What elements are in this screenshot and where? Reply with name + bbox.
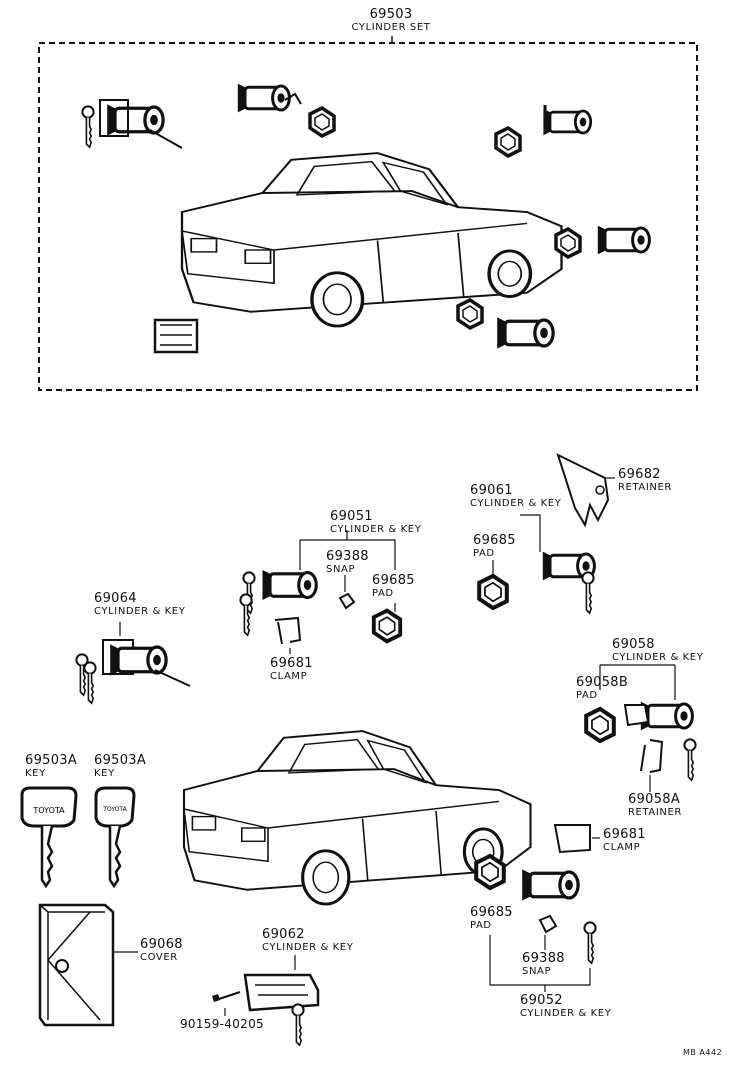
part-name: SNAP bbox=[522, 966, 552, 977]
label-69061: 69061 CYLINDER & KEY bbox=[470, 484, 561, 509]
label-69052: 69052 CYLINDER & KEY bbox=[520, 994, 611, 1019]
label-69503a-left: 69503A KEY bbox=[25, 754, 77, 779]
part-name: CLAMP bbox=[270, 671, 308, 682]
part-number: 69058B bbox=[576, 675, 629, 690]
part-number: 69058 bbox=[612, 637, 655, 652]
part-name: PAD bbox=[372, 588, 394, 599]
part-number: 69061 bbox=[470, 483, 513, 498]
part-number: 69685 bbox=[473, 533, 516, 548]
label-69051: 69051 CYLINDER & KEY bbox=[330, 510, 421, 535]
part-number: 69388 bbox=[326, 549, 369, 564]
part-number: 69681 bbox=[603, 827, 646, 842]
label-69388-snap-top: 69388 SNAP bbox=[326, 550, 369, 575]
label-69058a: 69058A RETAINER bbox=[628, 793, 682, 818]
key-cover-69068 bbox=[38, 903, 138, 1027]
label-69062: 69062 CYLINDER & KEY bbox=[262, 928, 353, 953]
label-69058b: 69058B PAD bbox=[576, 676, 628, 701]
key-stamp-left: TOYOTA bbox=[32, 806, 65, 815]
part-name: CLAMP bbox=[603, 842, 641, 853]
label-69682: 69682 RETAINER bbox=[618, 468, 672, 493]
part-name: CYLINDER & KEY bbox=[470, 498, 562, 509]
part-name: KEY bbox=[25, 768, 46, 779]
part-number: 90159-40205 bbox=[180, 1017, 264, 1031]
label-69388-snap-bottom: 69388 SNAP bbox=[522, 952, 565, 977]
part-name: CYLINDER & KEY bbox=[94, 606, 186, 617]
part-name: CYLINDER & KEY bbox=[612, 652, 704, 663]
cylinder-set-border bbox=[38, 42, 698, 391]
part-number: 69503 bbox=[369, 7, 413, 22]
part-number: 69062 bbox=[262, 927, 305, 942]
part-number: 69052 bbox=[520, 993, 563, 1008]
label-69064: 69064 CYLINDER & KEY bbox=[94, 592, 185, 617]
part-name: CYLINDER & KEY bbox=[330, 524, 422, 535]
part-name: CYLINDER SET bbox=[351, 22, 431, 33]
label-69503a-right: 69503A KEY bbox=[94, 754, 146, 779]
label-69685-pad-bottom: 69685 PAD bbox=[470, 906, 513, 931]
part-number: 69058A bbox=[628, 792, 681, 807]
part-number: 69051 bbox=[330, 509, 373, 524]
diagram-code: MB A442 bbox=[683, 1048, 723, 1057]
part-number: 69681 bbox=[270, 656, 313, 671]
label-69681-clamp-right: 69681 CLAMP bbox=[603, 828, 646, 853]
part-number: 69064 bbox=[94, 591, 137, 606]
part-name: KEY bbox=[94, 768, 115, 779]
label-69058: 69058 CYLINDER & KEY bbox=[612, 638, 703, 663]
part-name: PAD bbox=[470, 920, 492, 931]
key-69503a-left: TOYOTA bbox=[20, 786, 78, 889]
part-name: COVER bbox=[140, 952, 178, 963]
part-number: 69685 bbox=[372, 573, 415, 588]
part-name: PAD bbox=[473, 548, 495, 559]
part-number: 69503A bbox=[94, 753, 147, 768]
part-number: 69503A bbox=[25, 753, 78, 768]
label-69685-pad-left: 69685 PAD bbox=[372, 574, 415, 599]
part-number: 69682 bbox=[618, 467, 661, 482]
part-name: CYLINDER & KEY bbox=[262, 942, 354, 953]
label-90159: 90159-40205 bbox=[180, 1018, 264, 1030]
label-69685-pad-right: 69685 PAD bbox=[473, 534, 516, 559]
key-69503a-right: TOYOTA bbox=[94, 786, 136, 889]
part-name: RETAINER bbox=[618, 482, 672, 493]
label-69681-clamp-left: 69681 CLAMP bbox=[270, 657, 313, 682]
part-name: RETAINER bbox=[628, 807, 682, 818]
part-name: SNAP bbox=[326, 564, 356, 575]
part-number: 69068 bbox=[140, 937, 183, 952]
part-name: CYLINDER & KEY bbox=[520, 1008, 612, 1019]
cylinder-set-label: 69503 CYLINDER SET bbox=[346, 8, 436, 33]
label-69068: 69068 COVER bbox=[140, 938, 183, 963]
part-name: PAD bbox=[576, 690, 598, 701]
key-stamp-right: TOYOTA bbox=[102, 806, 127, 813]
part-number: 69685 bbox=[470, 905, 513, 920]
part-number: 69388 bbox=[522, 951, 565, 966]
car-illustration-top bbox=[180, 151, 564, 328]
